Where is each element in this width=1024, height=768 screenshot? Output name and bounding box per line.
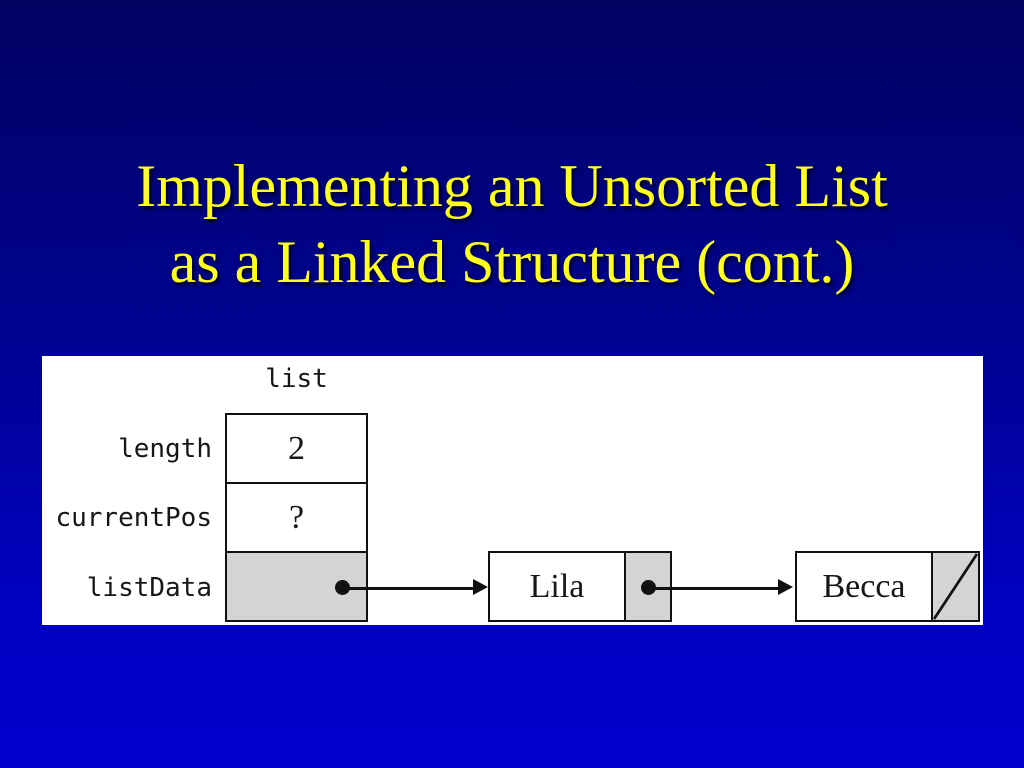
node-lila: Lila [488, 551, 672, 622]
diagram-panel: list length currentPos listData 2 ? Lila [42, 356, 983, 625]
length-value: 2 [288, 429, 305, 467]
null-pointer-slash-icon [933, 553, 978, 620]
currentpos-value-cell: ? [227, 484, 366, 553]
title-line-2: as a Linked Structure (cont.) [169, 229, 855, 296]
record-name-label: list [265, 364, 328, 394]
node-becca-value: Becca [822, 567, 906, 605]
node-lila-data-cell: Lila [490, 553, 626, 620]
arrow-line-listdata-to-lila [343, 587, 477, 590]
node-becca-next-cell [933, 553, 978, 620]
node-lila-value: Lila [529, 567, 585, 605]
field-label-currentpos: currentPos [55, 502, 212, 533]
page-title: Implementing an Unsorted List as a Linked… [0, 148, 1024, 300]
field-label-listdata: listData [86, 572, 212, 603]
length-value-cell: 2 [227, 415, 366, 484]
currentpos-value: ? [288, 498, 305, 536]
arrow-head-icon [778, 579, 793, 595]
arrow-head-icon [473, 579, 488, 595]
title-line-1: Implementing an Unsorted List [136, 153, 888, 219]
lila-next-pointer-dot-icon [641, 580, 656, 595]
field-label-length: length [118, 433, 212, 464]
node-becca-data-cell: Becca [797, 553, 933, 620]
node-becca: Becca [795, 551, 980, 622]
listdata-pointer-dot-icon [335, 580, 350, 595]
arrow-line-lila-to-becca [649, 587, 778, 590]
